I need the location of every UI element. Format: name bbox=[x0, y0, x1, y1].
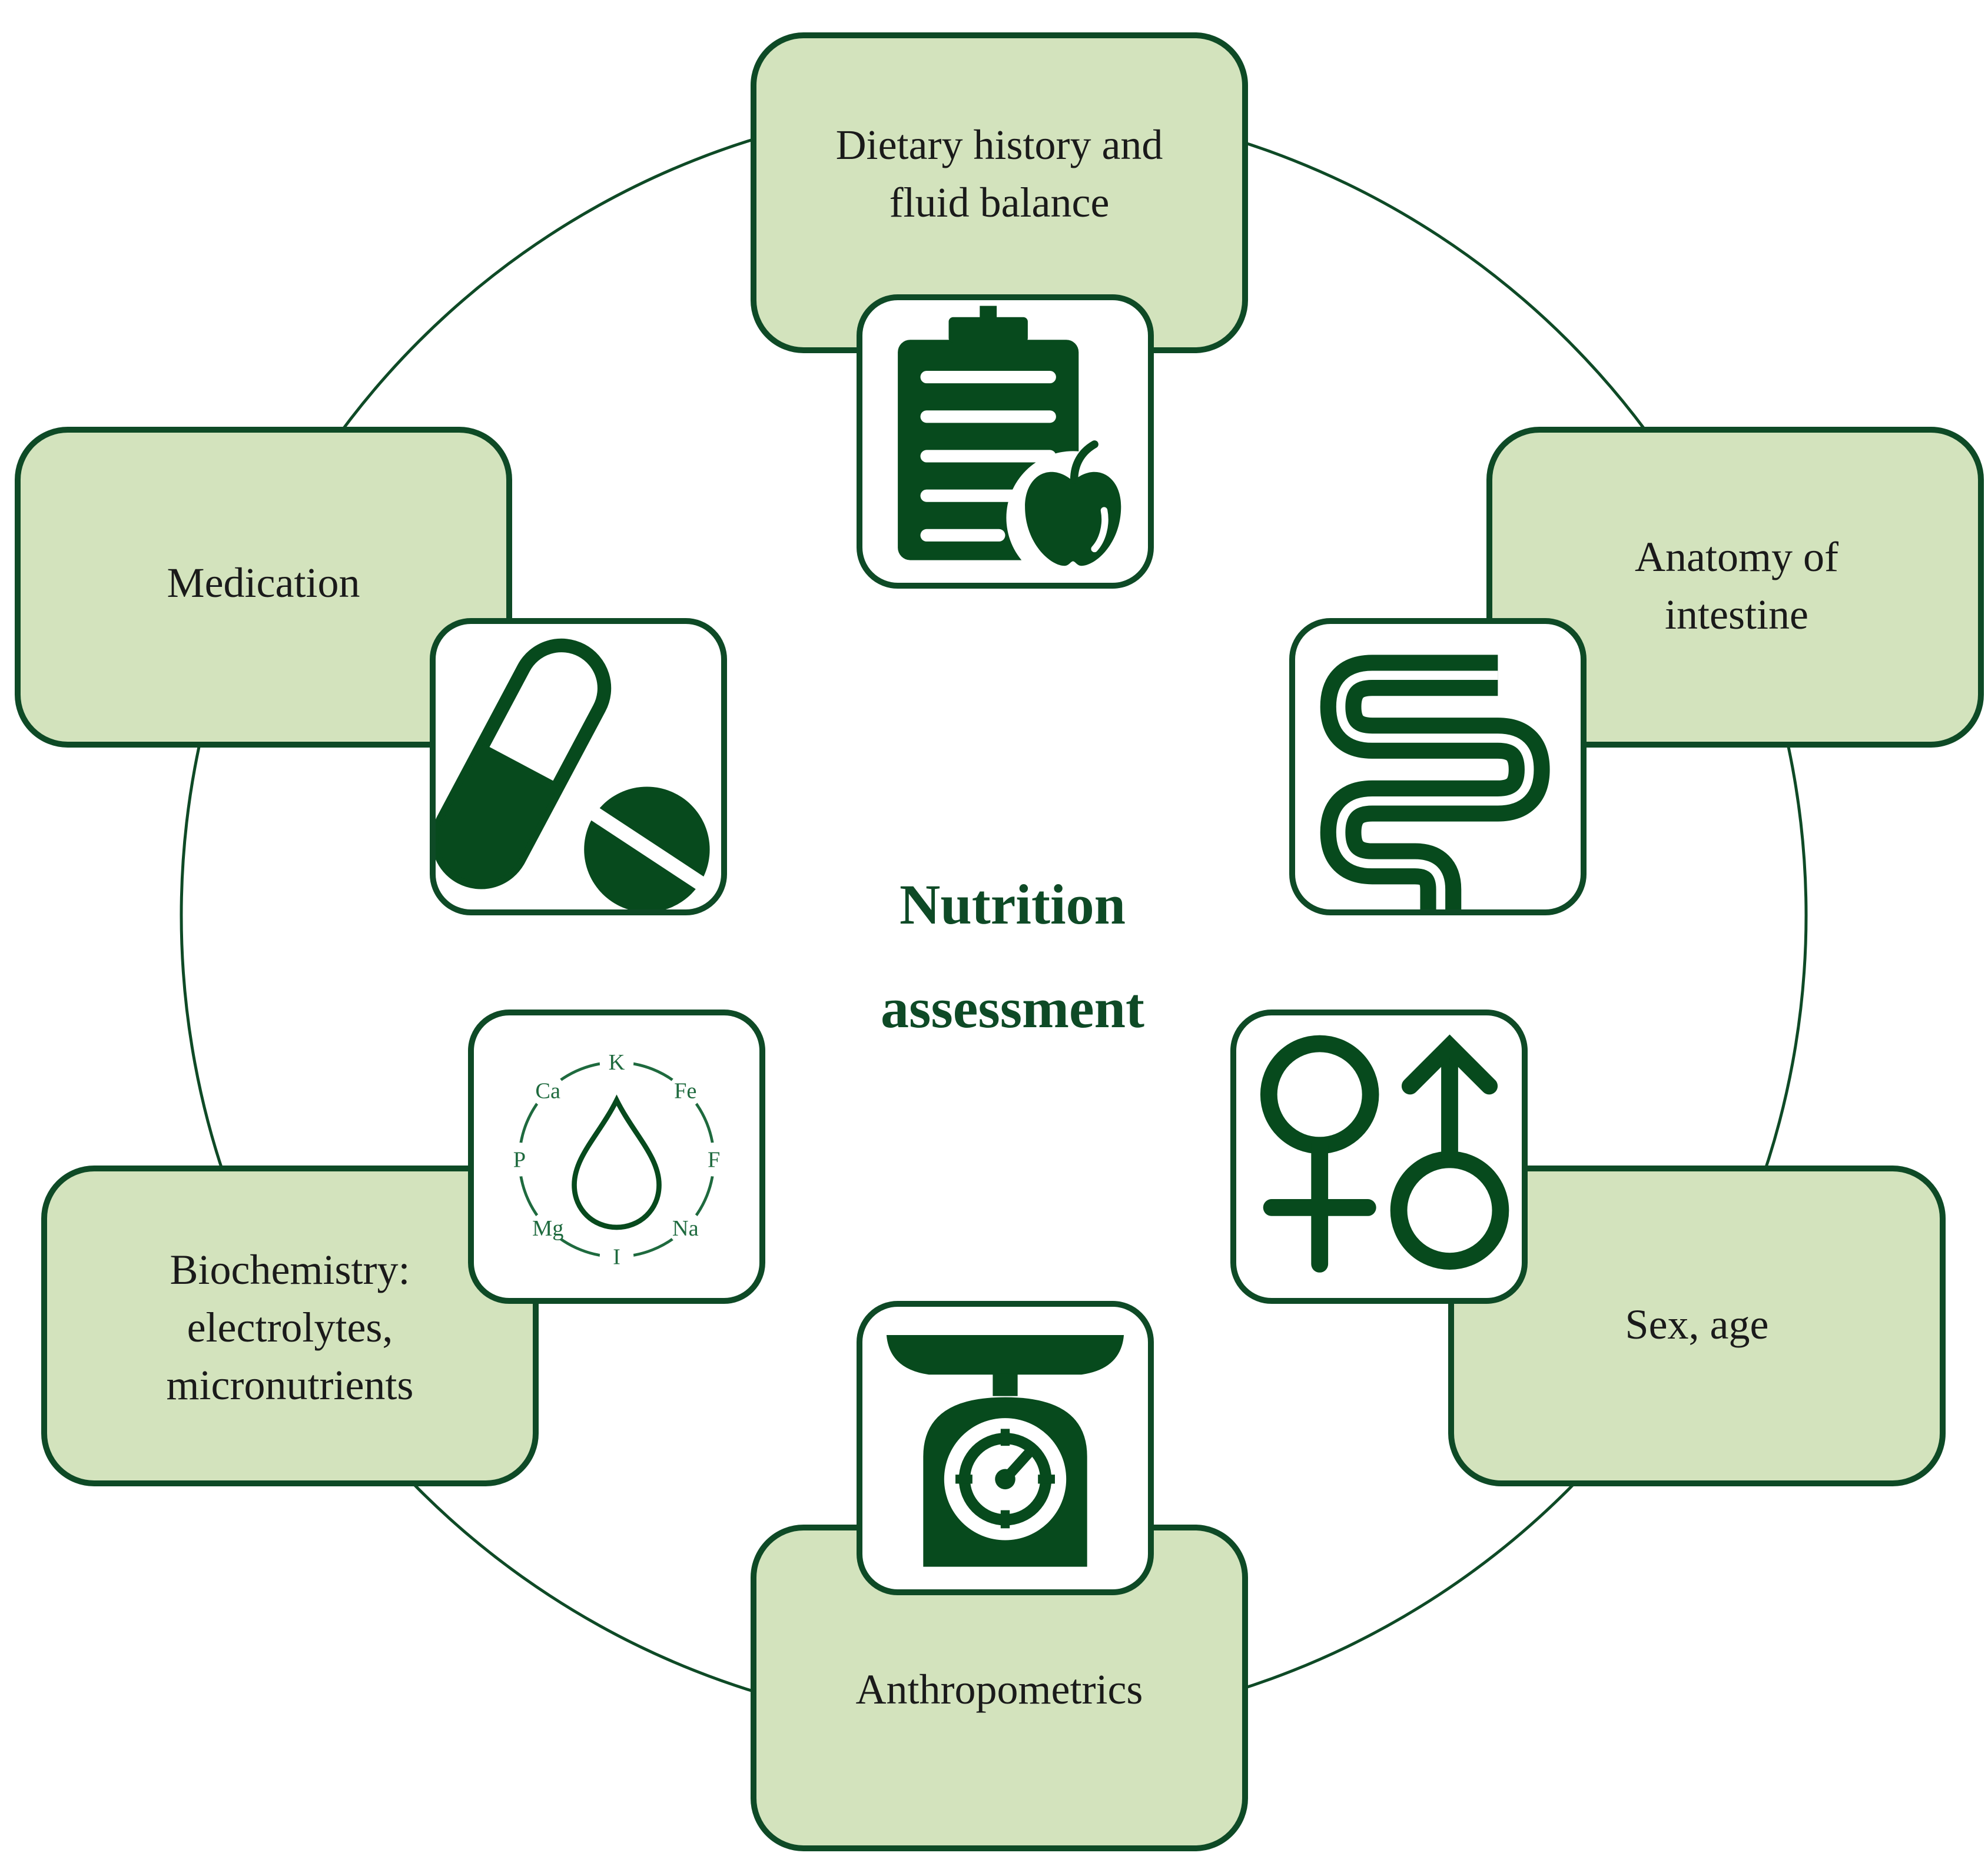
biochemistry-box bbox=[41, 1166, 539, 1486]
center-title-line2: assessment bbox=[881, 977, 1144, 1040]
clipboard-apple-icon bbox=[857, 294, 1154, 589]
dietary-history-label: Dietary history and fluid balance bbox=[835, 121, 1163, 226]
electrolyte-label: F bbox=[708, 1147, 720, 1172]
electrolyte-label: Mg bbox=[532, 1216, 563, 1241]
center-title: Nutrition assessment bbox=[759, 859, 1266, 1054]
anthropometrics-label: Anthropometrics bbox=[855, 1666, 1143, 1713]
electrolyte-label: Na bbox=[672, 1216, 699, 1241]
electrolyte-label: I bbox=[613, 1244, 620, 1269]
medication-label: Medication bbox=[167, 559, 360, 606]
sex-age-label: Sex, age bbox=[1625, 1301, 1769, 1348]
electrolyte-label: Ca bbox=[535, 1079, 560, 1104]
medication-box bbox=[15, 427, 512, 748]
anatomy-label: Anatomy of intestine bbox=[1635, 533, 1838, 638]
electrolyte-label: Fe bbox=[674, 1079, 696, 1104]
sex-age-box bbox=[1448, 1166, 1946, 1486]
electrolyte-label: P bbox=[513, 1147, 526, 1172]
weighing-scale-icon bbox=[857, 1301, 1154, 1595]
center-title-line1: Nutrition bbox=[900, 873, 1126, 936]
biochemistry-label: Biochemistry: electrolytes, micronutrien… bbox=[166, 1246, 414, 1409]
intestine-icon bbox=[1289, 618, 1587, 915]
electrolyte-label: K bbox=[609, 1050, 625, 1075]
gender-symbols-icon bbox=[1230, 1010, 1528, 1304]
pills-icon bbox=[430, 618, 727, 915]
